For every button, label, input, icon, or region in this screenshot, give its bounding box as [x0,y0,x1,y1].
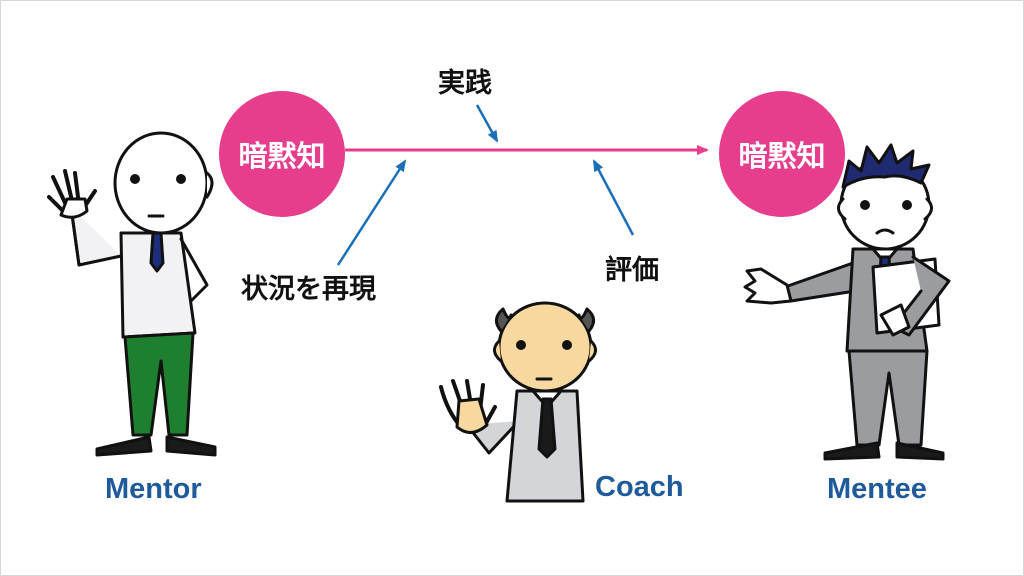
reenact-arrow [336,159,407,266]
coach-figure [439,301,597,503]
mentor-figure [47,131,217,457]
mentor-label: Mentor [105,473,202,505]
reenact-situation-label: 状況を再現 [241,274,376,305]
mentee-tacit-knowledge-badge: 暗黙知 [719,91,845,217]
practice-label: 実践 [438,68,492,99]
coach-label: Coach [595,471,684,503]
evaluation-label: 評価 [605,255,659,286]
mentee-label: Mentee [827,473,927,505]
mentor-tacit-knowledge-badge: 暗黙知 [219,91,345,217]
mentee-figure [743,143,951,461]
practice-arrow [475,104,499,143]
evaluate-arrow [592,159,635,236]
